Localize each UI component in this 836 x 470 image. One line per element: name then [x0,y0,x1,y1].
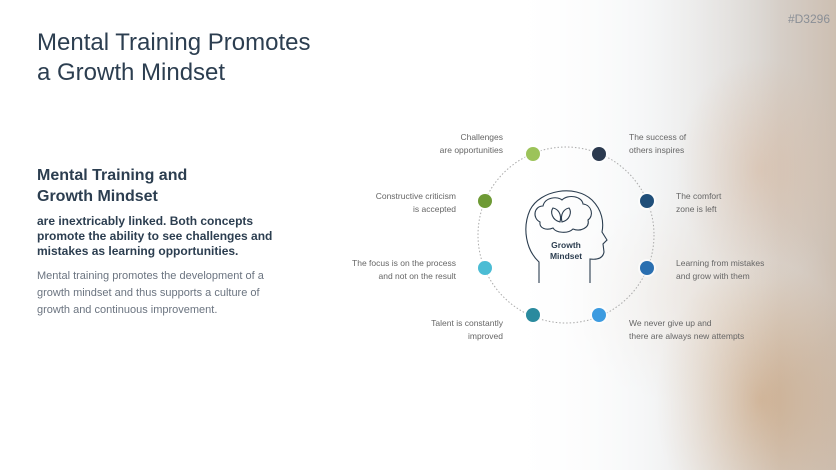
diagram-node-dot [640,261,654,275]
label-line-1: Learning from mistakes [676,258,765,268]
diagram-node-label: The focus is on the process and not on th… [352,257,456,283]
diagram-node-label: Talent is constantly improved [431,317,503,343]
subtitle-line-1: Mental Training and [37,167,188,184]
diagram-node-dot [478,194,492,208]
label-line-2: zone is left [676,204,717,214]
diagram-node-label: Learning from mistakes and grow with them [676,257,764,283]
title-line-2: a Growth Mindset [37,59,226,86]
label-line-1: The success of [629,132,687,142]
label-line-2: others inspires [629,145,685,155]
label-line-2: is accepted [413,204,456,214]
subtitle-line-2: Growth Mindset [37,188,158,205]
label-line-2: improved [468,331,503,341]
diagram-node-dot [592,147,606,161]
label-line-1: The comfort [676,191,722,201]
body-text: Mental training promotes the development… [37,270,264,316]
title-line-1: Mental Training Promotes [37,29,311,56]
diagram-node-dot [478,261,492,275]
label-line-1: Talent is constantly [431,318,503,328]
label-line-2: there are always new attempts [629,331,745,341]
label-line-1: The focus is on the process [352,258,456,268]
diagram-node-dot [640,194,654,208]
diagram-node-dot [526,308,540,322]
center-label-line-1: Growth [551,240,581,250]
diagram-node-label: The success of others inspires [629,131,686,157]
diagram-node-label: The comfort zone is left [676,190,721,216]
diagram-node-dot [592,308,606,322]
diagram-node-label: We never give up and there are always new… [629,317,744,343]
slide-code: #D3296 [787,12,830,26]
bold-text: are inextricably linked. Both concepts p… [37,214,273,258]
dotted-ring [477,146,655,324]
center-label-line-2: Mindset [549,251,583,261]
label-line-1: We never give up and [629,318,712,328]
label-line-2: and grow with them [676,271,750,281]
head-icon [525,190,608,283]
label-line-2: and not on the result [378,271,456,281]
diagram-node-dot [526,147,540,161]
label-line-1: Challenges [460,132,503,142]
page-title: Mental Training Promotes a Growth Mindset [37,28,357,88]
label-line-1: Constructive criticism [375,191,456,201]
diagram-node-label: Constructive criticism is accepted [376,190,456,216]
label-line-2: are opportunities [439,145,503,155]
diagram-node-label: Challenges are opportunities [440,131,503,157]
